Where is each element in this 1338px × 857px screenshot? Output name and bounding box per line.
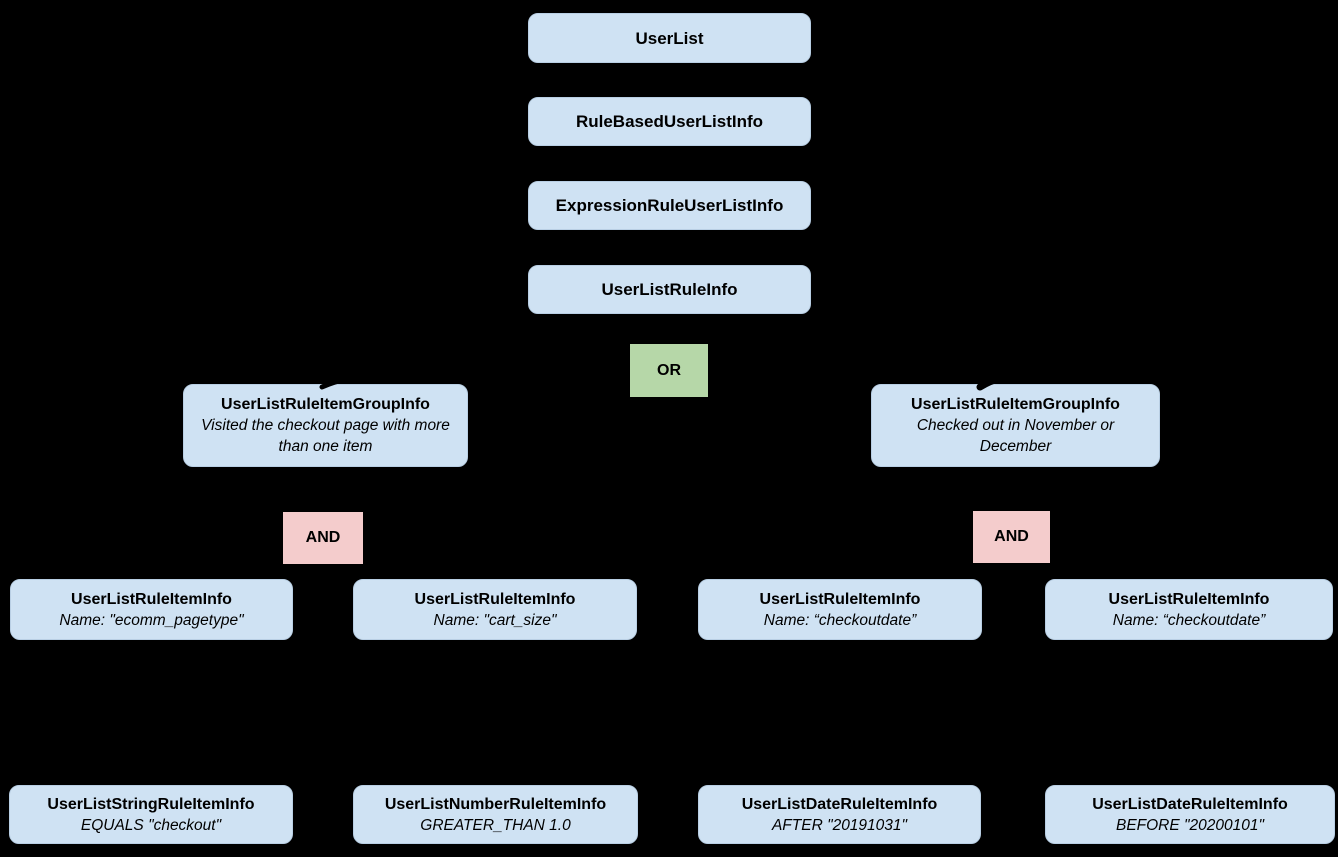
leaf-node-date-rule-before: UserListDateRuleItemInfo BEFORE "2020010… [1045, 785, 1335, 844]
group-node-title: UserListRuleItemGroupInfo [911, 396, 1120, 413]
leaf-node-detail: EQUALS "checkout" [80, 816, 222, 834]
rule-item-title: UserListRuleItemInfo [71, 590, 232, 608]
leaf-node-detail: BEFORE "20200101" [1115, 816, 1264, 834]
leaf-node-title: UserListDateRuleItemInfo [741, 795, 938, 813]
node-userlist: UserList [528, 13, 811, 63]
group-node-checkout-page: UserListRuleItemGroupInfo Visited the ch… [183, 384, 468, 467]
group-node-description: Checked out in November or December [916, 417, 1115, 455]
rule-item-title: UserListRuleItemInfo [414, 590, 576, 608]
node-userlistruleinfo-label: UserListRuleInfo [601, 280, 738, 299]
leaf-node-title: UserListStringRuleItemInfo [47, 795, 255, 813]
and-operator-label: AND [994, 528, 1029, 545]
or-operator-label: OR [657, 361, 681, 379]
leaf-node-title: UserListNumberRuleItemInfo [384, 795, 607, 813]
node-userlist-label: UserList [635, 28, 704, 48]
rule-item-detail: Name: “checkoutdate” [1112, 611, 1266, 629]
group-node-description: Visited the checkout page with more than… [201, 417, 450, 455]
rule-item-node-ecomm-pagetype: UserListRuleItemInfo Name: "ecomm_pagety… [10, 579, 293, 640]
rule-item-detail: Name: "cart_size" [433, 611, 557, 629]
node-rulebaseduserlistinfo: RuleBasedUserListInfo [528, 97, 811, 146]
group-node-title: UserListRuleItemGroupInfo [221, 396, 430, 413]
group-node-checked-out-nov-dec: UserListRuleItemGroupInfo Checked out in… [871, 384, 1160, 467]
and-operator-node-right: AND [973, 511, 1050, 563]
or-operator-node: OR [630, 344, 708, 397]
rule-item-node-checkoutdate-1: UserListRuleItemInfo Name: “checkoutdate… [698, 579, 982, 640]
leaf-node-detail: AFTER "20191031" [771, 816, 908, 834]
leaf-node-string-rule: UserListStringRuleItemInfo EQUALS "check… [9, 785, 293, 844]
rule-item-node-checkoutdate-2: UserListRuleItemInfo Name: “checkoutdate… [1045, 579, 1333, 640]
node-userlistruleinfo: UserListRuleInfo [528, 265, 811, 314]
and-operator-label: AND [305, 529, 341, 546]
leaf-node-number-rule: UserListNumberRuleItemInfo GREATER_THAN … [353, 785, 638, 844]
rule-item-node-cart-size: UserListRuleItemInfo Name: "cart_size" [353, 579, 637, 640]
leaf-node-title: UserListDateRuleItemInfo [1092, 795, 1288, 813]
rule-item-title: UserListRuleItemInfo [759, 590, 921, 608]
node-expressionruleuserlistinfo-label: ExpressionRuleUserListInfo [555, 196, 784, 215]
leaf-node-date-rule-after: UserListDateRuleItemInfo AFTER "20191031… [698, 785, 981, 844]
rule-item-detail: Name: “checkoutdate” [763, 611, 917, 629]
rule-item-detail: Name: "ecomm_pagetype" [59, 611, 244, 629]
node-rulebaseduserlistinfo-label: RuleBasedUserListInfo [575, 112, 764, 131]
node-expressionruleuserlistinfo: ExpressionRuleUserListInfo [528, 181, 811, 230]
leaf-node-detail: GREATER_THAN 1.0 [420, 816, 571, 834]
rule-item-title: UserListRuleItemInfo [1108, 590, 1270, 608]
and-operator-node-left: AND [283, 512, 363, 564]
